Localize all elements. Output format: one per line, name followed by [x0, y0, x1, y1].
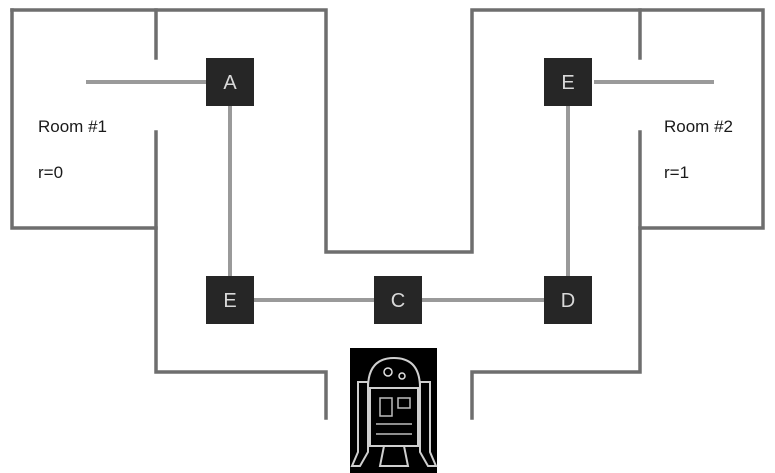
node-label: C [391, 290, 405, 312]
node-box [206, 58, 254, 106]
node-label: D [561, 290, 575, 312]
node-e-right: E [544, 58, 592, 106]
node-box [206, 276, 254, 324]
robot-icon [350, 348, 438, 473]
node-box [374, 276, 422, 324]
wall-left-lower [10, 8, 328, 420]
wall-left-outer [10, 8, 765, 420]
node-e-left: E [206, 276, 254, 324]
node-a: A [206, 58, 254, 106]
room-2-name: Room #2 [664, 117, 733, 136]
room-2-reward: r=1 [664, 163, 689, 182]
room-1-reward: r=0 [38, 163, 63, 182]
node-d: D [544, 276, 592, 324]
graph-edges [228, 82, 570, 302]
graph-nodes: A E C D E [206, 58, 592, 324]
room-1-name: Room #1 [38, 117, 107, 136]
node-box [544, 276, 592, 324]
node-label: A [223, 72, 237, 94]
node-box [544, 58, 592, 106]
node-label: E [223, 290, 236, 312]
node-label: E [561, 72, 574, 94]
node-c: C [374, 276, 422, 324]
maze-walls [10, 8, 765, 420]
